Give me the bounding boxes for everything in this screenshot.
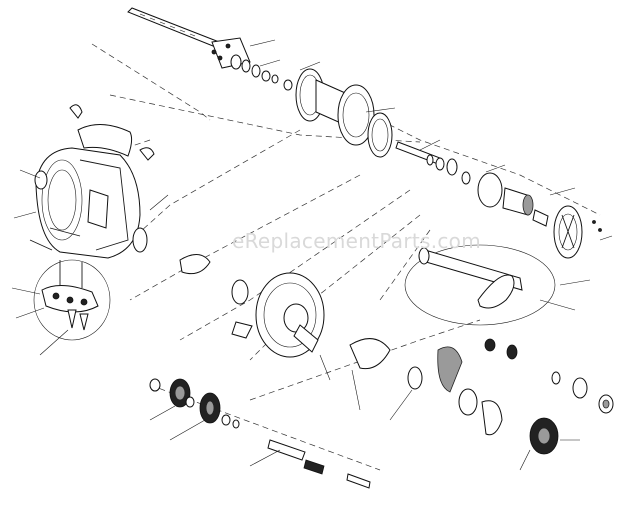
spool bbox=[295, 68, 393, 158]
center-drive-plate bbox=[179, 254, 325, 358]
star-drag-parts bbox=[349, 338, 614, 455]
right-shaft-parts bbox=[395, 141, 602, 259]
shaft-washers bbox=[230, 54, 293, 91]
callout-leader-lines bbox=[11, 39, 613, 471]
main-shaft bbox=[127, 7, 251, 69]
reel-handle bbox=[404, 244, 556, 326]
watermark-text: eReplacementParts.com bbox=[232, 229, 481, 253]
rod-clamp-assembly bbox=[33, 259, 111, 341]
left-frame bbox=[29, 104, 155, 259]
drive-gears bbox=[149, 378, 371, 489]
